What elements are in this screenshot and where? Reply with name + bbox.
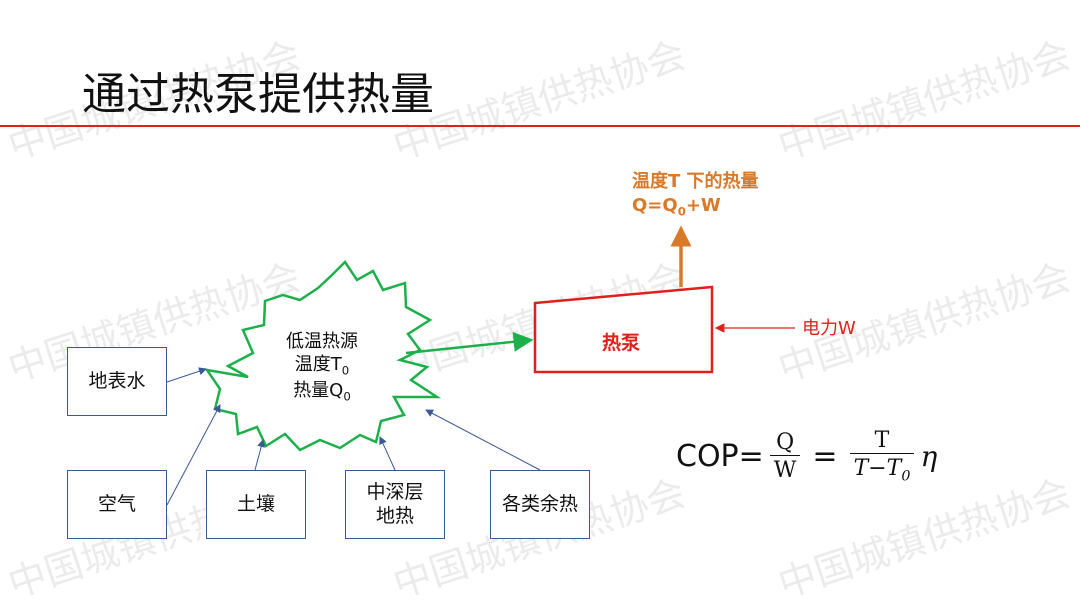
source-waste-heat-label: 各类余热 — [501, 492, 578, 515]
fraction-denominator: T−T0 — [849, 453, 915, 484]
low-temp-source-temperature: 温度T0 — [294, 354, 350, 378]
cop-fraction-qw: Q W — [769, 429, 801, 483]
source-soil: 土壤 — [206, 470, 306, 539]
arrow-geothermal — [379, 436, 396, 471]
output-heat-line2: Q=Q0+W — [632, 195, 721, 219]
low-temp-source-heat: 热量Q0 — [293, 380, 351, 404]
title-divider — [0, 125, 1080, 127]
fraction-denominator: W — [769, 454, 801, 483]
source-air-label: 空气 — [97, 492, 136, 515]
low-temp-source-title: 低温热源 — [286, 331, 358, 352]
low-temp-source-label: 低温热源 温度T0 热量Q0 — [262, 330, 382, 405]
heat-pump-label: 热泵 — [602, 332, 641, 354]
source-surface-water: 地表水 — [67, 347, 167, 416]
low-temp-source-burst — [204, 260, 442, 452]
source-surface-water-label: 地表水 — [88, 369, 146, 392]
fraction-numerator: T — [874, 428, 890, 453]
fraction-numerator: Q — [776, 429, 795, 455]
page-title: 通过热泵提供热量 — [82, 69, 434, 120]
efficiency-symbol: η — [920, 439, 938, 473]
cop-formula: COP= Q W = T T−T0 η — [676, 428, 937, 484]
source-air: 空气 — [67, 470, 167, 539]
arrow-air — [166, 404, 221, 506]
arrow-soil — [254, 439, 266, 471]
arrow-surface-water — [166, 367, 207, 383]
cop-text: COP= — [676, 438, 764, 474]
source-soil-label: 土壤 — [236, 492, 275, 515]
output-heat-label: 温度T 下的热量 Q=Q0+W — [632, 170, 759, 221]
heat-pump-shape — [533, 285, 714, 374]
arrow-waste-heat — [425, 409, 541, 471]
arrow-source-to-heatpump — [405, 331, 534, 355]
power-input-label: 电力W — [802, 318, 856, 339]
source-geothermal-label: 中深层地热 — [366, 480, 424, 527]
cop-fraction-temperature: T T−T0 — [849, 428, 915, 484]
output-heat-line1: 温度T 下的热量 — [632, 171, 759, 192]
source-waste-heat: 各类余热 — [490, 470, 590, 539]
source-geothermal: 中深层地热 — [345, 470, 445, 539]
equals-sign: = — [812, 438, 838, 474]
